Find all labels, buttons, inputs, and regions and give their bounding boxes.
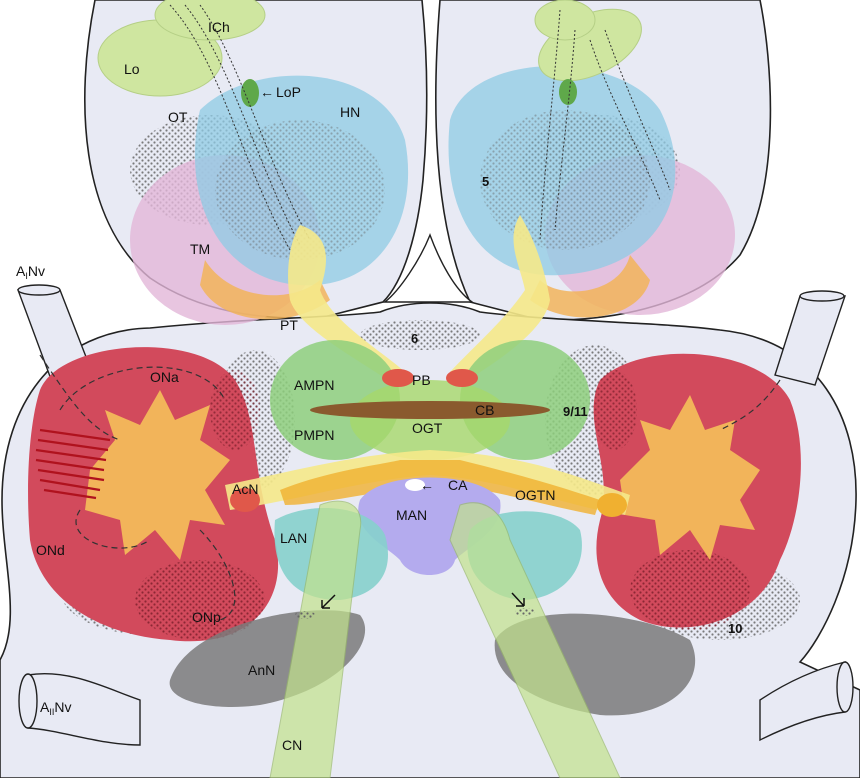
label-pmpn: PMPN bbox=[294, 427, 334, 443]
label-cluster-6: 6 bbox=[411, 331, 418, 346]
label-lo: Lo bbox=[124, 61, 140, 77]
label-lop: LoP bbox=[276, 84, 301, 100]
fiber-tracts bbox=[169, 4, 671, 251]
olfactory-globular-tract bbox=[225, 450, 630, 515]
antenna-1-nerve-right bbox=[774, 290, 846, 386]
olfactory-globular-tract-neuropil bbox=[350, 380, 510, 460]
label-tm: TM bbox=[190, 241, 210, 257]
label-cluster-10: 10 bbox=[728, 621, 742, 636]
label-ann: AnN bbox=[248, 662, 275, 678]
label-ca: CA bbox=[448, 477, 468, 493]
label-pb: PB bbox=[412, 372, 431, 388]
connective-right bbox=[449, 502, 621, 778]
olfactory-core-left bbox=[85, 390, 230, 560]
pointer-arrows bbox=[321, 592, 525, 609]
protocerebral-tract-left bbox=[288, 225, 405, 385]
antenna-2-nerve-left bbox=[18, 673, 141, 746]
subdivision-lines bbox=[39, 354, 781, 621]
protocerebral-bridge-right bbox=[446, 369, 478, 387]
protocerebral-bridge-left bbox=[382, 369, 414, 387]
arrow-lop: ← bbox=[260, 84, 274, 100]
connective-left bbox=[269, 500, 362, 778]
interlobe-notch bbox=[383, 233, 475, 303]
label-cluster-9-11: 9/11 bbox=[563, 404, 588, 419]
antennal-nerve-coil bbox=[35, 428, 111, 500]
label-ampn: AMPN bbox=[294, 377, 334, 393]
label-ogt: OGT bbox=[412, 420, 443, 436]
central-body bbox=[310, 401, 550, 419]
label-pt: PT bbox=[280, 317, 298, 333]
label-man: MAN bbox=[396, 507, 427, 523]
olfactory-core-right bbox=[620, 395, 760, 560]
label-antenna-1-nerve: AINv bbox=[16, 263, 45, 281]
label-acn: AcN bbox=[232, 481, 258, 497]
arrow-ca: ← bbox=[420, 477, 434, 493]
label-cb: CB bbox=[475, 402, 494, 418]
antenna-2-nerve-right bbox=[759, 661, 854, 742]
label-antenna-2-nerve: AIINv bbox=[40, 699, 71, 717]
label-ogtn: OGTN bbox=[515, 487, 555, 503]
label-ot: OT bbox=[168, 109, 188, 125]
label-cluster-5: 5 bbox=[482, 174, 489, 189]
label-hn: HN bbox=[340, 104, 360, 120]
label-onp: ONp bbox=[192, 609, 221, 625]
label-cn: CN bbox=[282, 737, 302, 753]
label-ich: ICh bbox=[208, 19, 230, 35]
tm-band-right bbox=[530, 255, 650, 318]
protocerebral-tract-right bbox=[450, 215, 550, 385]
label-ond: ONd bbox=[36, 542, 65, 558]
label-lan: LAN bbox=[280, 530, 307, 546]
lobula-plate-right bbox=[559, 79, 577, 105]
label-ona: ONa bbox=[150, 369, 179, 385]
lobula-plate-left bbox=[241, 79, 259, 107]
